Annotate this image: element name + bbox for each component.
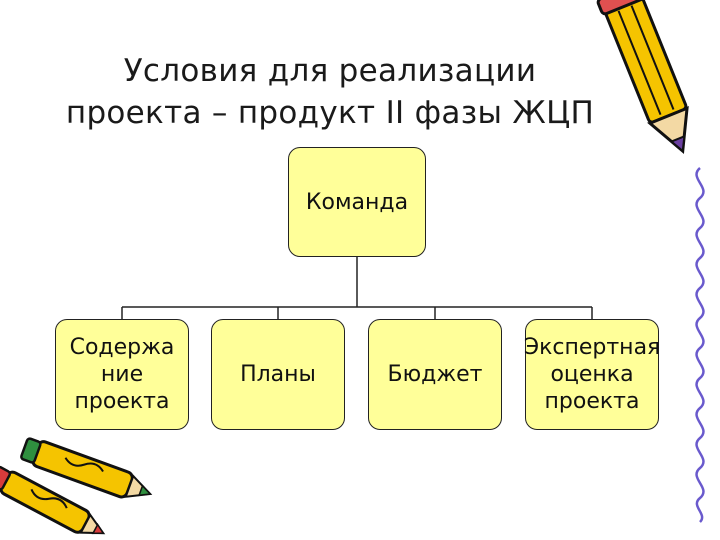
node-label-line: Экспертная xyxy=(523,335,661,360)
node-label-line: проекта xyxy=(544,389,640,414)
node-label-line: оценка xyxy=(550,362,634,387)
node-team: Команда xyxy=(288,147,426,257)
node-label-line: Бюджет xyxy=(387,362,483,387)
node-project-content: Содержа ние проекта xyxy=(55,319,189,430)
slide-title: Условия для реализации проекта – продукт… xyxy=(20,50,640,134)
node-expert-review: Экспертная оценка проекта xyxy=(523,319,661,430)
node-label-line: ние xyxy=(100,362,144,387)
node-team-label: Команда xyxy=(305,189,409,215)
node-label-line: Планы xyxy=(240,362,316,387)
title-line-2: проекта – продукт II фазы ЖЦП xyxy=(65,95,595,131)
node-label-line: проекта xyxy=(74,389,170,414)
title-line-1: Условия для реализации xyxy=(123,53,537,89)
node-budget: Бюджет xyxy=(368,319,502,430)
node-label-line: Содержа xyxy=(69,335,175,360)
node-plans: Планы xyxy=(211,319,345,430)
